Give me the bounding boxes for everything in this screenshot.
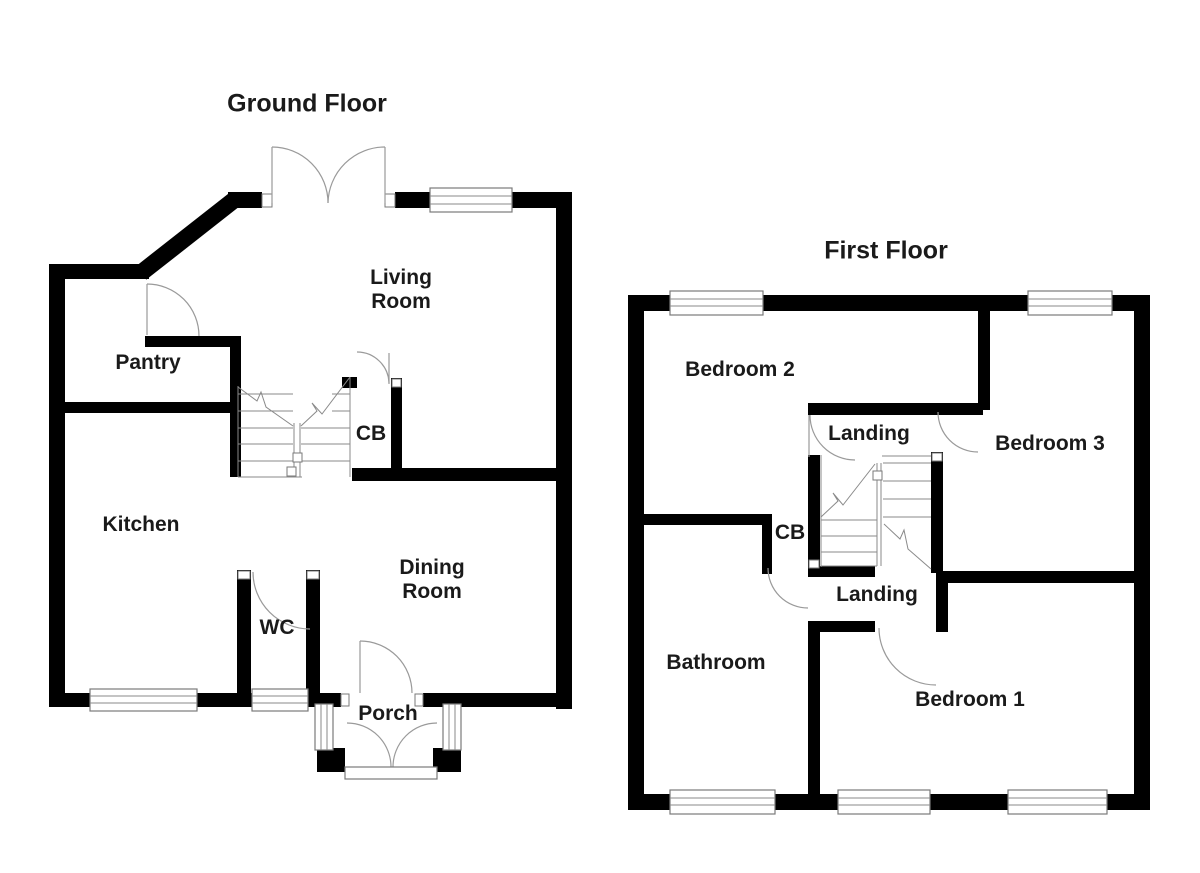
room-label-landing-lower: Landing	[836, 582, 918, 606]
bathroom-door	[767, 567, 809, 609]
room-label-wc: WC	[259, 615, 295, 639]
window-porch-left	[314, 703, 334, 751]
room-label-porch: Porch	[358, 701, 418, 725]
cupboard-door-ground	[356, 351, 390, 385]
ground-floor-walls	[49, 192, 572, 772]
window-bathroom	[669, 789, 776, 815]
first-floor-plan	[628, 290, 1150, 815]
first-floor-title: First Floor	[824, 236, 948, 265]
room-label-bathroom: Bathroom	[666, 650, 766, 674]
room-label-landing-upper: Landing	[828, 421, 910, 445]
window-bedroom3	[1027, 290, 1113, 316]
room-label-cb-ground: CB	[355, 421, 387, 445]
room-label-pantry: Pantry	[115, 350, 181, 374]
window-living-room	[429, 187, 513, 213]
window-bedroom1-right	[1007, 789, 1108, 815]
window-bedroom1-left	[837, 789, 931, 815]
first-floor-doors	[767, 411, 979, 686]
window-kitchen	[89, 688, 198, 712]
bedroom1-door	[878, 627, 937, 686]
front-double-door	[271, 146, 386, 204]
room-label-dining-room: Dining Room	[399, 555, 465, 603]
porch-double-door	[344, 722, 438, 780]
wc-door	[252, 571, 311, 630]
ground-floor-doors	[146, 146, 438, 780]
window-bedroom2	[669, 290, 764, 316]
first-floor-windows	[669, 290, 1113, 815]
room-label-bedroom1: Bedroom 1	[915, 687, 1025, 711]
window-porch-right	[442, 703, 462, 751]
ground-floor-title: Ground Floor	[227, 89, 387, 118]
room-label-kitchen: Kitchen	[102, 512, 180, 536]
room-label-cb-first: CB	[774, 520, 806, 544]
pantry-door	[146, 283, 200, 337]
room-label-living-room: Living Room	[370, 265, 432, 313]
first-floor-stairs	[820, 455, 932, 570]
room-label-bedroom2: Bedroom 2	[685, 357, 795, 381]
ground-floor-stairs	[237, 376, 351, 478]
first-floor-walls	[628, 295, 1150, 810]
window-wc	[251, 688, 309, 712]
room-label-bedroom3: Bedroom 3	[995, 431, 1105, 455]
ground-floor-windows	[89, 187, 513, 751]
ground-floor-plan	[49, 146, 572, 780]
bedroom2-door	[808, 414, 856, 461]
bedroom3-door	[937, 411, 979, 453]
porch-inner-door	[340, 640, 424, 707]
